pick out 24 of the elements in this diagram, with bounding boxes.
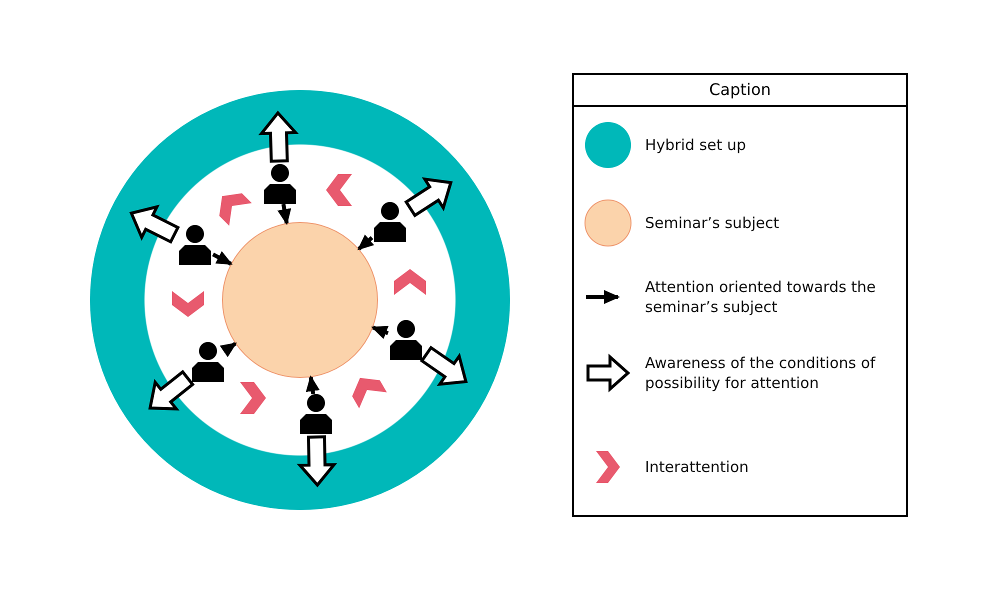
legend-label: Seminar’s subject bbox=[645, 213, 780, 233]
arrow bbox=[371, 326, 389, 340]
person-icon bbox=[298, 394, 334, 434]
person-icon bbox=[372, 202, 408, 242]
arrow bbox=[277, 204, 292, 226]
person-icon bbox=[177, 225, 213, 265]
outline-arrow bbox=[258, 110, 299, 163]
person-icon bbox=[190, 342, 226, 382]
outline-arrow bbox=[404, 177, 453, 218]
legend-label: Interattention bbox=[645, 457, 750, 477]
legend-label: Awareness of the conditions of possibility for attention bbox=[645, 353, 876, 393]
outline-arrow bbox=[296, 435, 338, 488]
arrow bbox=[212, 251, 233, 266]
person-icon bbox=[262, 164, 298, 204]
arrow bbox=[357, 234, 374, 250]
arrow bbox=[220, 342, 237, 358]
outline-arrow bbox=[420, 346, 468, 386]
arrow bbox=[306, 375, 320, 394]
outline-arrow bbox=[129, 204, 180, 244]
person-icon bbox=[388, 320, 424, 360]
outline-arrow bbox=[148, 370, 195, 411]
legend-label: Attention oriented towards the seminar’s subject bbox=[645, 277, 877, 317]
legend-heading: Caption bbox=[574, 75, 906, 107]
legend-label: Hybrid set up bbox=[645, 135, 748, 155]
